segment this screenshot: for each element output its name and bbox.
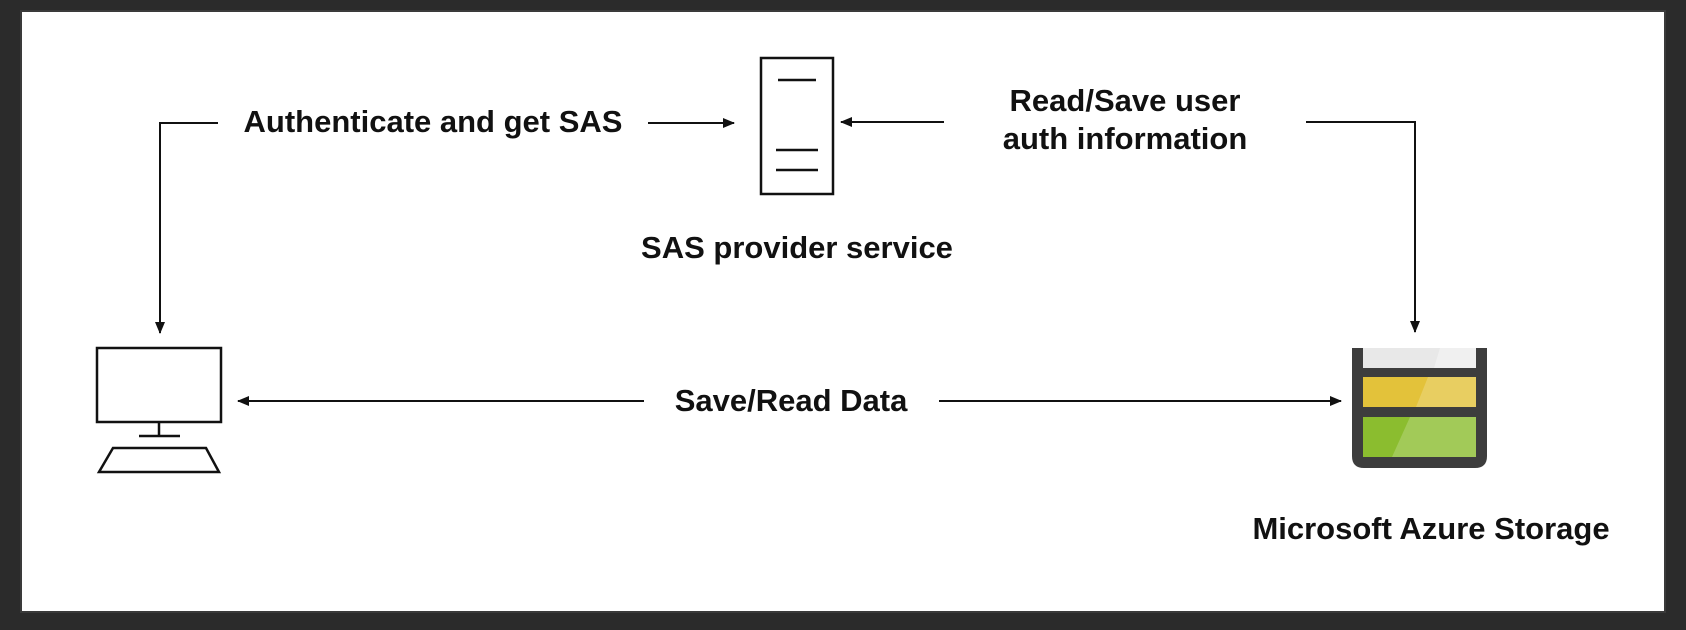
auth-connector <box>155 118 735 334</box>
azure-storage-label: Microsoft Azure Storage <box>1252 511 1609 546</box>
auth-info-connector <box>840 117 1420 333</box>
sas-provider-label: SAS provider service <box>641 230 953 265</box>
desktop-computer-icon <box>95 346 223 474</box>
auth-arrow-to-client <box>155 122 218 334</box>
auth-info-arrow-to-storage <box>1306 121 1420 333</box>
diagram-frame <box>20 10 1666 613</box>
server-icon <box>759 56 835 196</box>
authenticate-label: Authenticate and get SAS <box>244 104 623 139</box>
save-read-label: Save/Read Data <box>675 383 908 418</box>
azure-storage-icon <box>1352 348 1487 468</box>
read-save-label-line2: auth information <box>1003 121 1248 156</box>
read-save-label-line1: Read/Save user <box>1010 83 1241 118</box>
